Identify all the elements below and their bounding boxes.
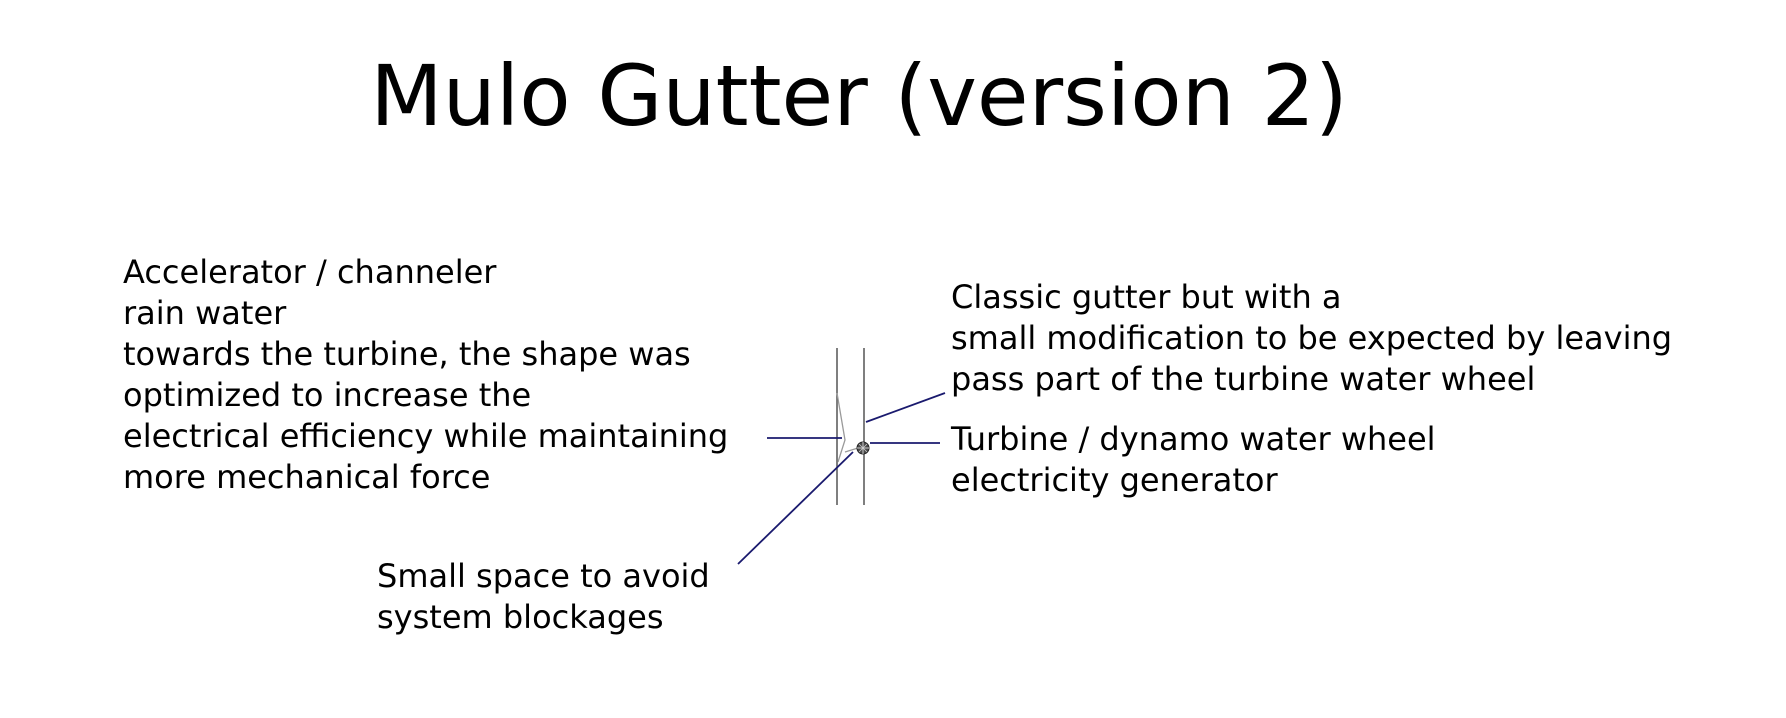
space-label-line: system blockages bbox=[377, 598, 664, 636]
accelerator-label-line: electrical efficiency while maintaining bbox=[123, 417, 729, 455]
turbine-label-line: Turbine / dynamo water wheel bbox=[951, 420, 1436, 458]
turbine-wheel-icon bbox=[856, 441, 870, 455]
gutter-label-line: Classic gutter but with a bbox=[951, 278, 1342, 316]
space-leader-line bbox=[737, 451, 854, 565]
space-label-line: Small space to avoid bbox=[377, 557, 710, 595]
turbine-label-line: electricity generator bbox=[951, 461, 1278, 499]
space-label: Small space to avoid system blockages bbox=[377, 556, 710, 638]
accelerator-label-line: rain water bbox=[123, 294, 287, 332]
gutter-label-line: small modification to be expected by lea… bbox=[951, 319, 1673, 357]
accelerator-label-line: Accelerator / channeler bbox=[123, 253, 497, 291]
diagram-title: Mulo Gutter (version 2) bbox=[370, 47, 1348, 145]
accelerator-label: Accelerator / channeler rain water towar… bbox=[123, 252, 728, 498]
gutter-label-line: pass part of the turbine water wheel bbox=[951, 360, 1536, 398]
accelerator-label-line: towards the turbine, the shape was bbox=[123, 335, 691, 373]
gutter-label: Classic gutter but with a small modifica… bbox=[951, 277, 1672, 400]
turbine-label: Turbine / dynamo water wheel electricity… bbox=[951, 419, 1436, 501]
accelerator-channeler-shape bbox=[836, 392, 846, 463]
gutter-leader-line bbox=[865, 392, 946, 423]
accelerator-label-line: more mechanical force bbox=[123, 458, 491, 496]
accelerator-label-line: optimized to increase the bbox=[123, 376, 532, 414]
gap-mark bbox=[844, 447, 859, 453]
